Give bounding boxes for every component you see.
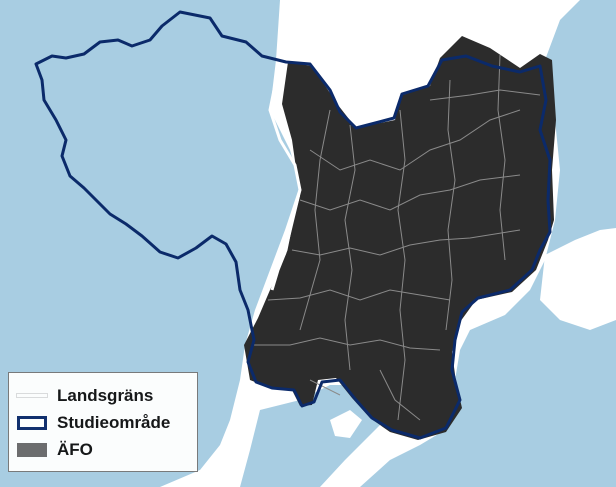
- map-legend: Landsgräns Studieområde ÄFO: [8, 372, 198, 472]
- coast-southeast: [540, 228, 616, 330]
- municipality-borders: [252, 54, 541, 421]
- legend-swatch-afo: [17, 442, 47, 457]
- legend-label: ÄFO: [57, 439, 93, 459]
- legend-label: Landsgräns: [57, 385, 154, 405]
- legend-item-afo: ÄFO: [17, 436, 189, 463]
- island-south: [330, 410, 362, 438]
- legend-swatch-study-area: [17, 415, 47, 430]
- sea-east: [360, 0, 616, 487]
- legend-item-national-border: Landsgräns: [17, 382, 189, 409]
- national-border: [268, 0, 302, 291]
- bay-south: [240, 385, 385, 487]
- study-area-outline: [34, 10, 552, 440]
- legend-label: Studieområde: [57, 412, 171, 432]
- legend-item-study-area: Studieområde: [17, 409, 189, 436]
- legend-swatch-white-line: [17, 394, 47, 397]
- afo-region: [244, 36, 556, 440]
